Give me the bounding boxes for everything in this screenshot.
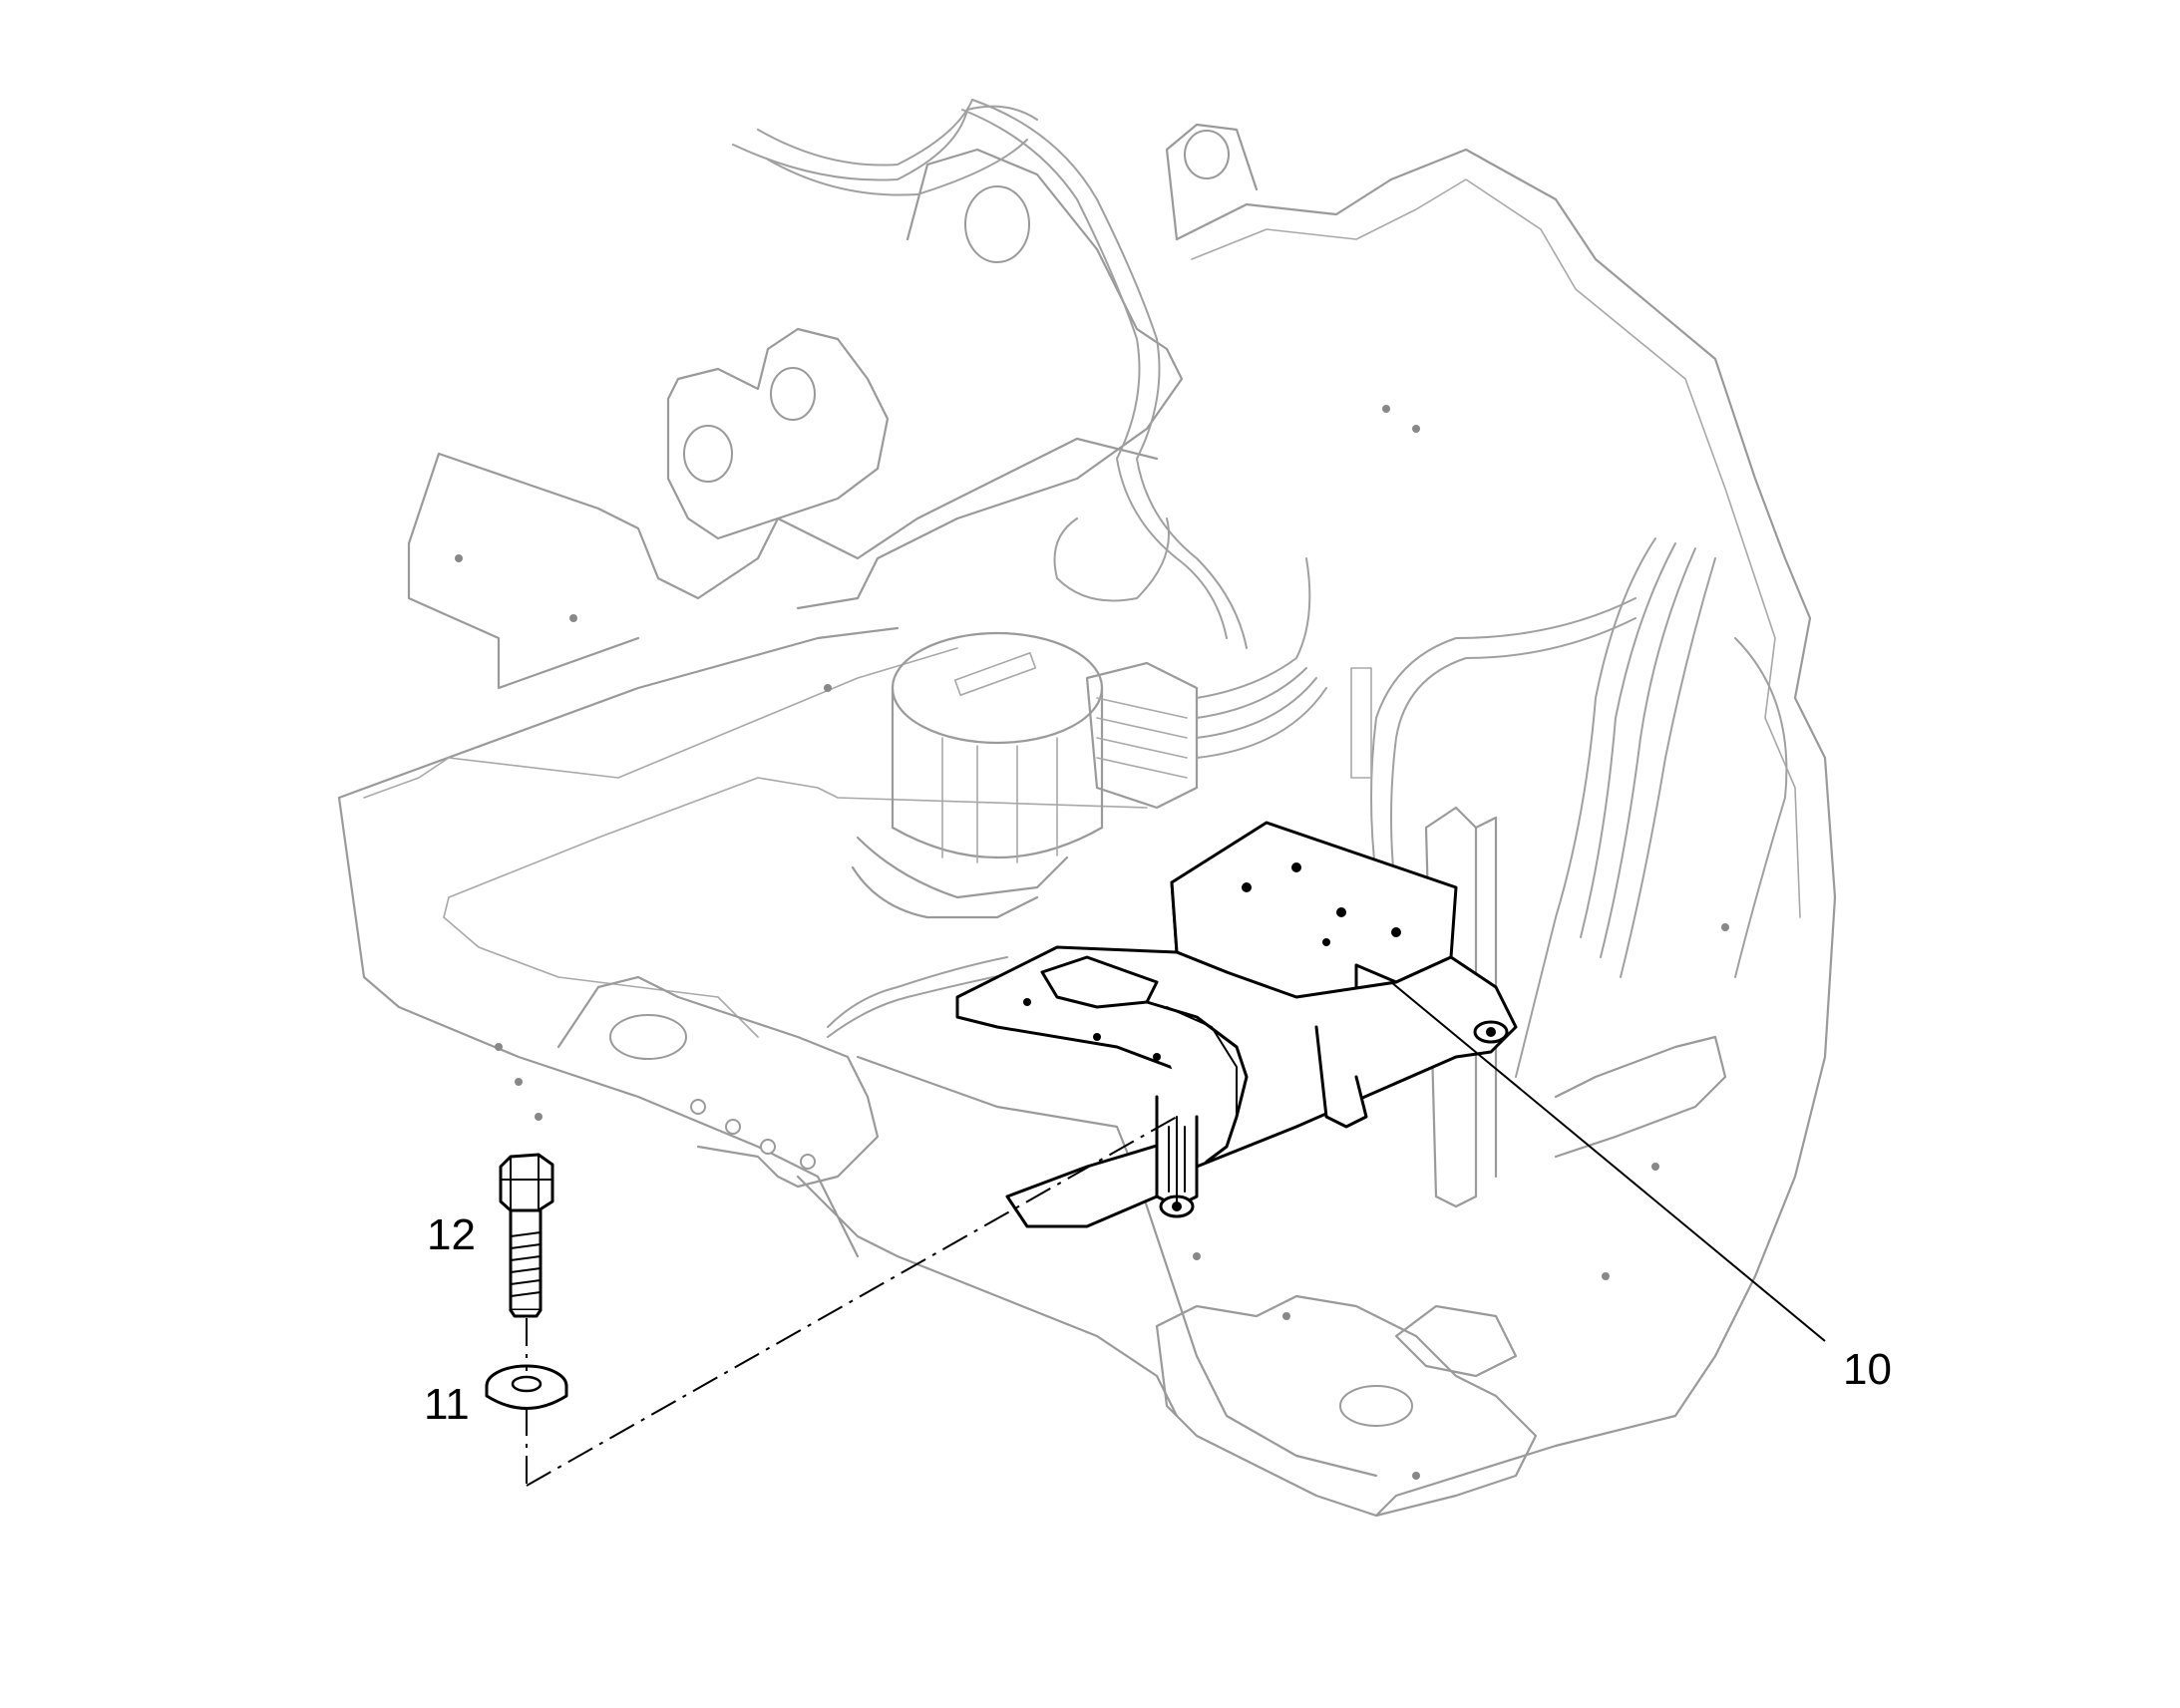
assembly-lines xyxy=(526,981,1826,1487)
upper-frame-deck xyxy=(407,437,1159,600)
boom-lug-hole xyxy=(1184,130,1230,179)
hitch-bolt-hole-b xyxy=(725,1119,741,1135)
hitch-bolt-hole-c xyxy=(760,1139,776,1155)
left-lug-hole-a xyxy=(683,425,733,483)
connector-strip xyxy=(1350,667,1372,779)
mounting-bracket-part-10[interactable] xyxy=(955,821,1518,1228)
callout-10: 10 xyxy=(1843,1345,1892,1394)
left-main-beam xyxy=(337,796,860,1258)
leader-line-10 xyxy=(1390,981,1826,1342)
left-main-beam-top xyxy=(337,626,900,800)
machine-frame xyxy=(337,99,1837,1518)
left-hitch-plate xyxy=(556,975,880,1189)
right-vertical-plate xyxy=(1424,806,1478,1208)
left-main-beam-inner xyxy=(363,647,958,799)
front-cross-beam-lower xyxy=(796,1175,1179,1418)
right-step-plate xyxy=(1394,1304,1518,1378)
upper-hose-bundle xyxy=(732,99,1248,649)
left-lug-hole-b xyxy=(770,367,816,421)
frame-bolt-holes xyxy=(455,405,1729,1480)
valve-block xyxy=(1085,557,1327,810)
inner-tray-bottom xyxy=(443,916,759,1038)
right-hose-bundle xyxy=(1370,537,1788,1078)
boom-lug xyxy=(1165,123,1259,241)
inner-tray xyxy=(443,777,1148,918)
hitch-socket xyxy=(609,1014,687,1060)
left-lug-pair xyxy=(666,327,890,540)
callout-11: 11 xyxy=(424,1380,470,1429)
right-front-bracket xyxy=(1155,1294,1538,1518)
boom-bracket xyxy=(796,148,1184,610)
hitch-bolt-hole-a xyxy=(690,1099,706,1115)
hex-bolt-part-12[interactable] xyxy=(499,1153,554,1318)
boom-pin-hole xyxy=(964,185,1030,263)
lower-hose xyxy=(827,956,1018,1038)
upper-frame-side xyxy=(407,541,640,690)
front-cross-beam xyxy=(856,1055,1378,1478)
rear-casting-inner xyxy=(1191,178,1801,918)
callout-12: 12 xyxy=(427,1210,476,1259)
washer-part-11[interactable] xyxy=(485,1364,568,1410)
right-hitch-socket xyxy=(1339,1385,1413,1427)
filter-canister xyxy=(851,631,1104,919)
hitch-bolt-hole-d xyxy=(800,1154,816,1170)
right-side-beam xyxy=(1554,1035,1727,1159)
right-vertical-plate-b xyxy=(1474,816,1498,1179)
rear-casting-outline xyxy=(1175,148,1837,1518)
